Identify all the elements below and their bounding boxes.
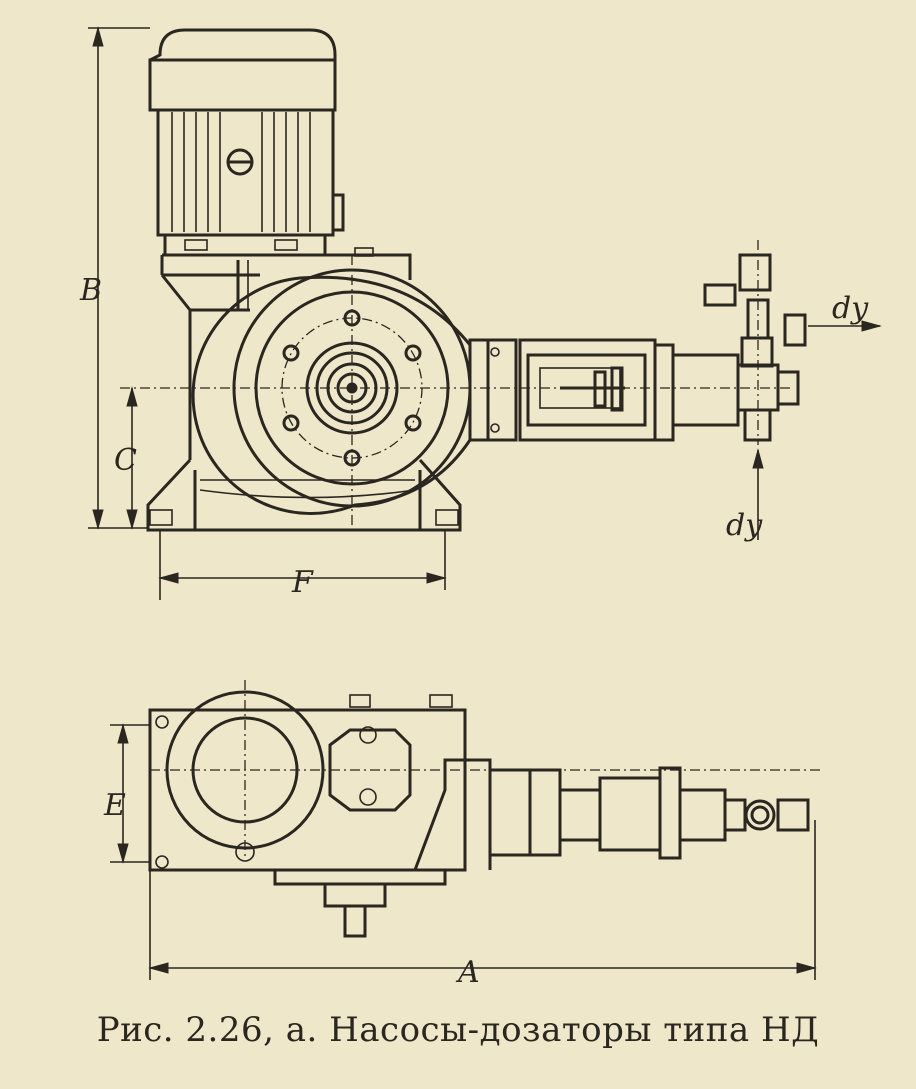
- label-dy-inlet: dy: [726, 508, 763, 543]
- label-f: F: [291, 565, 314, 600]
- top-view: E A: [103, 680, 820, 990]
- figure-caption: Рис. 2.26, а. Насосы-дозаторы типа НД: [96, 1010, 820, 1050]
- label-e: E: [103, 788, 126, 823]
- label-a: A: [455, 955, 480, 990]
- dimension-f: F: [158, 530, 447, 600]
- side-view: B C F dy dy: [79, 26, 882, 600]
- dimension-e: E: [103, 723, 150, 864]
- pump-head: [468, 253, 807, 442]
- dimension-c: C: [114, 386, 138, 530]
- outlet-arrow: dy: [808, 291, 882, 332]
- inlet-arrow: dy: [726, 448, 764, 543]
- electric-motor: [148, 28, 345, 257]
- dimension-b: B: [79, 26, 150, 530]
- label-b: B: [79, 273, 102, 308]
- label-c: C: [114, 443, 137, 478]
- label-dy-outlet: dy: [832, 291, 869, 326]
- dimension-a: A: [148, 820, 817, 990]
- eccentric-cover: [191, 268, 472, 515]
